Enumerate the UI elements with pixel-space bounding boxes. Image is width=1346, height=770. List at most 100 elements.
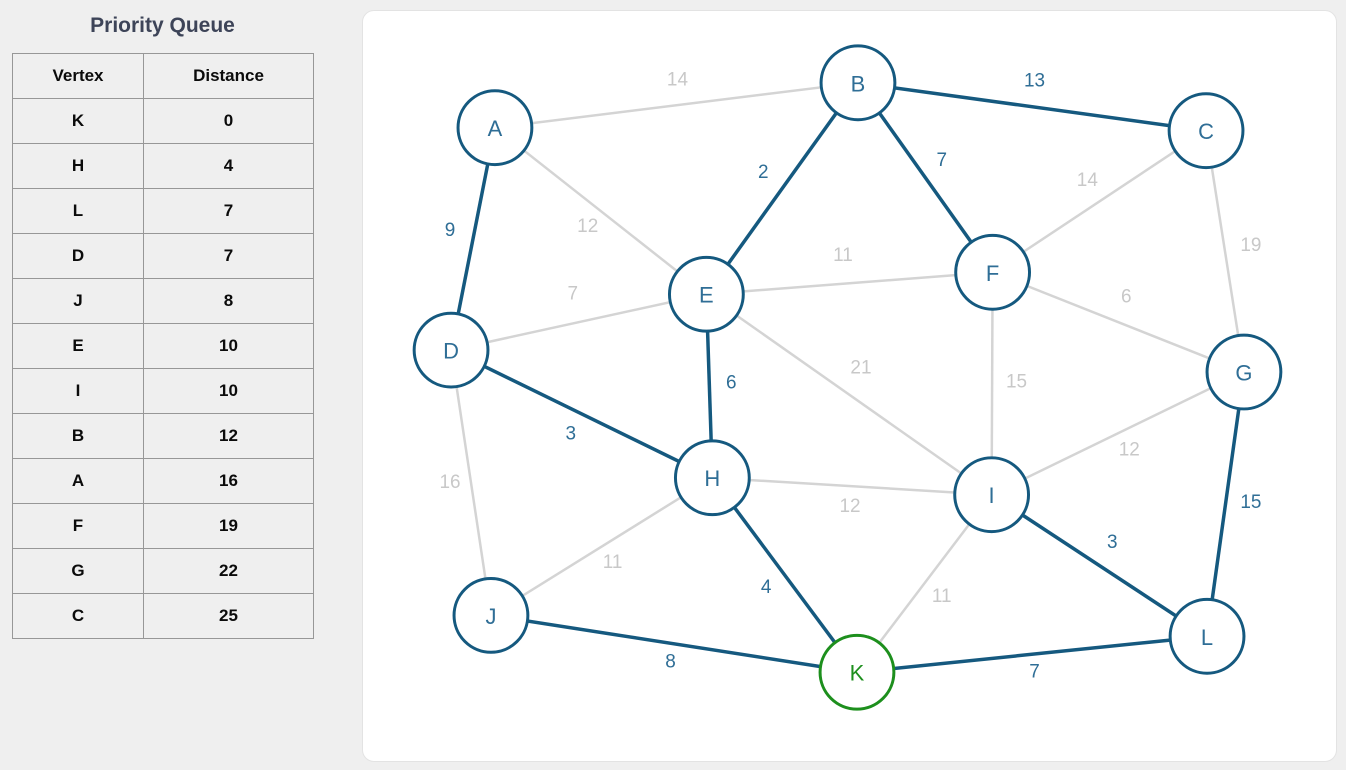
edge-C-G	[1204, 130, 1246, 373]
edge-weight-H-K: 4	[761, 577, 772, 598]
edge-H-I	[712, 476, 992, 496]
node-label-L: L	[1201, 625, 1213, 650]
edge-weight-E-I: 21	[850, 358, 871, 379]
node-B	[819, 44, 897, 122]
node-label-D: D	[443, 339, 459, 364]
node-label-G: G	[1235, 361, 1252, 386]
edge-weight-E-F: 11	[833, 245, 853, 266]
edge-weight-J-K: 8	[665, 652, 676, 673]
node-label-I: I	[989, 483, 995, 508]
vertex-cell: B	[12, 413, 144, 459]
distance-cell: 19	[143, 503, 314, 549]
edge-weight-I-K: 11	[932, 586, 952, 607]
distance-cell: 25	[143, 593, 314, 639]
vertex-cell: A	[12, 458, 144, 504]
node-label-K: K	[850, 661, 865, 686]
node-label-H: H	[704, 466, 720, 491]
edge-B-C	[857, 81, 1207, 133]
node-L	[1168, 597, 1246, 675]
vertex-cell: J	[12, 278, 144, 324]
node-D	[412, 311, 490, 389]
distance-cell: 10	[143, 323, 314, 369]
node-label-E: E	[699, 283, 714, 308]
vertex-cell: F	[12, 503, 144, 549]
distance-cell: 10	[143, 368, 314, 414]
vertex-cell: I	[12, 368, 144, 414]
edge-weight-C-F: 14	[1077, 170, 1098, 191]
edge-weight-I-L: 3	[1107, 532, 1118, 553]
edge-J-K	[490, 613, 858, 674]
edge-weight-G-L: 15	[1240, 492, 1261, 513]
edge-G-L	[1205, 371, 1246, 637]
edge-H-K	[710, 476, 859, 674]
priority-queue-title: Priority Queue	[90, 14, 235, 37]
vertex-cell: D	[12, 233, 144, 279]
distance-column-header: Distance	[143, 53, 314, 99]
edge-weight-B-F: 7	[936, 150, 947, 171]
edge-weight-E-H: 6	[726, 373, 737, 394]
edge-D-H	[450, 348, 714, 480]
edge-weight-H-J: 11	[603, 552, 623, 573]
edge-weight-B-C: 13	[1024, 70, 1045, 91]
node-label-F: F	[986, 261, 999, 286]
node-G	[1205, 333, 1283, 411]
edge-D-J	[449, 349, 493, 616]
vertex-column-header: Vertex	[12, 53, 144, 99]
node-H	[673, 439, 751, 517]
edge-B-F	[856, 81, 995, 274]
distance-cell: 7	[143, 188, 314, 234]
node-C	[1167, 92, 1245, 170]
table-header-row: Vertex Distance	[12, 53, 314, 99]
edge-weight-K-L: 7	[1029, 662, 1040, 683]
distance-cell: 8	[143, 278, 314, 324]
edge-D-E	[450, 293, 707, 352]
distance-cell: 22	[143, 548, 314, 594]
vertex-cell: E	[12, 323, 144, 369]
edge-K-L	[856, 634, 1208, 674]
node-F	[954, 233, 1032, 311]
distance-cell: 0	[143, 98, 314, 144]
node-K-current	[818, 633, 896, 711]
edge-weight-A-E: 12	[577, 216, 598, 237]
edge-G-I	[991, 370, 1245, 496]
vertex-cell: C	[12, 593, 144, 639]
node-J	[452, 576, 530, 654]
edge-weight-C-G: 19	[1240, 235, 1261, 256]
edge-C-F	[991, 129, 1207, 274]
edge-weight-D-E: 7	[567, 284, 578, 305]
edge-weight-D-J: 16	[440, 472, 461, 493]
distance-cell: 12	[143, 413, 314, 459]
distance-cell: 7	[143, 233, 314, 279]
edge-A-B	[494, 81, 859, 129]
edge-weight-F-G: 6	[1121, 287, 1132, 308]
node-I	[953, 456, 1031, 534]
vertex-cell: H	[12, 143, 144, 189]
edge-weight-A-D: 9	[445, 220, 456, 241]
edge-weight-G-I: 12	[1119, 439, 1140, 460]
edge-A-E	[494, 126, 708, 296]
edge-B-E	[704, 81, 860, 296]
node-label-B: B	[851, 71, 866, 96]
edge-weight-H-I: 12	[839, 496, 860, 517]
node-A	[456, 89, 534, 167]
distance-cell: 4	[143, 143, 314, 189]
edge-H-J	[490, 476, 714, 617]
node-label-A: A	[488, 116, 503, 141]
